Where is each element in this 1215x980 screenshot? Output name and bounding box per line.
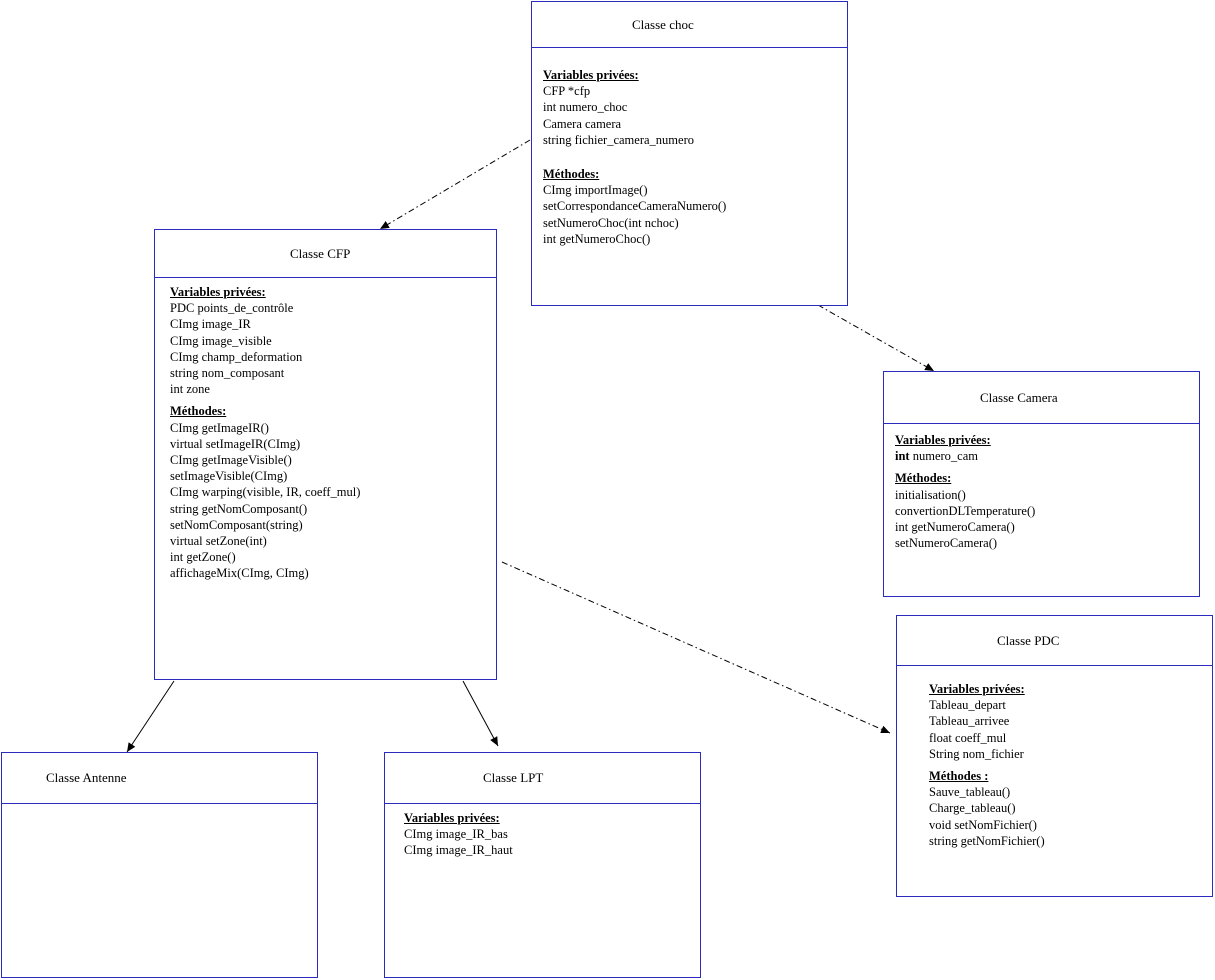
method-item: int getNumeroChoc() — [543, 231, 651, 246]
method-item: virtual setImageIR(CImg) — [170, 436, 301, 451]
class-camera-title: Classe Camera — [884, 372, 1199, 424]
method-item: void setNomFichier() — [929, 817, 1037, 832]
variable-item: Tableau_depart — [929, 698, 1006, 713]
variable-item: CImg champ_deformation — [170, 349, 303, 364]
class-cfp-box: Classe CFP Variables privées: PDC points… — [154, 229, 497, 680]
method-item: Sauve_tableau() — [929, 785, 1011, 800]
method-item: string getNomComposant() — [170, 501, 308, 516]
link-cfp-to-antenne — [126, 680, 175, 753]
methods-header: Méthodes : — [929, 769, 989, 784]
class-lpt-title: Classe LPT — [385, 753, 700, 804]
variable-item: CImg image_IR_bas — [404, 827, 508, 842]
class-lpt-box: Classe LPT Variables privées: CImg image… — [384, 752, 701, 978]
class-cfp-body: Variables privées: PDC points_de_contrôl… — [155, 278, 496, 679]
methods-header: Méthodes: — [543, 167, 600, 182]
class-choc-title: Classe choc — [532, 2, 847, 48]
link-choc-to-camera — [817, 304, 935, 372]
variable-item: string fichier_camera_numero — [543, 132, 694, 147]
link-choc-to-cfp — [379, 139, 531, 230]
variable-item: CFP *cfp — [543, 84, 591, 99]
variable-item: CImg image_IR — [170, 317, 251, 332]
class-title-text: Classe PDC — [997, 632, 1060, 648]
class-antenne-title: Classe Antenne — [2, 753, 317, 804]
link-cfp-to-pdc — [501, 561, 891, 734]
method-item: setNumeroCamera() — [895, 536, 998, 551]
method-item: int getNumeroCamera() — [895, 520, 1015, 535]
methods-list: Sauve_tableau()Charge_tableau()void setN… — [929, 784, 1212, 849]
class-camera-box: Classe Camera Variables privées: int num… — [883, 371, 1200, 597]
method-item: CImg getImageVisible() — [170, 453, 292, 468]
class-title-text: Classe CFP — [290, 245, 351, 261]
method-item: setNomComposant(string) — [170, 517, 303, 532]
class-title-text: Classe Camera — [980, 389, 1058, 405]
methods-list: CImg importImage()setCorrespondanceCamer… — [543, 182, 847, 247]
method-item: Charge_tableau() — [929, 801, 1016, 816]
class-pdc-title: Classe PDC — [897, 616, 1212, 666]
method-item: setNumeroChoc(int nchoc) — [543, 215, 679, 230]
variables-header: Variables privées: — [929, 682, 1025, 696]
variable-type: int — [895, 449, 910, 464]
method-item: CImg warping(visible, IR, coeff_mul) — [170, 485, 361, 500]
variable-item: PDC points_de_contrôle — [170, 301, 294, 316]
variable-item: Camera camera — [543, 116, 622, 131]
variable-name: numero_cam — [909, 449, 978, 464]
class-antenne-box: Classe Antenne — [1, 752, 318, 978]
methods-list: CImg getImageIR()virtual setImageIR(CImg… — [170, 420, 496, 582]
link-cfp-to-lpt — [462, 680, 499, 747]
variable-item: CImg image_IR_haut — [404, 843, 513, 858]
variable-item: Tableau_arrivee — [929, 714, 1010, 729]
method-item: affichageMix(CImg, CImg) — [170, 566, 309, 581]
method-item: initialisation() — [895, 487, 966, 502]
method-item: setImageVisible(CImg) — [170, 469, 288, 484]
variable-item: int zone — [170, 382, 210, 397]
variable-item: int numero_cam — [895, 448, 1199, 464]
variable-item: String nom_fichier — [929, 746, 1024, 761]
class-title-text: Classe LPT — [483, 770, 544, 785]
class-title-text: Classe choc — [632, 16, 694, 32]
method-item: convertionDLTemperature() — [895, 503, 1036, 518]
method-item: virtual setZone(int) — [170, 534, 267, 549]
method-item: string getNomFichier() — [929, 833, 1045, 848]
variable-item: int numero_choc — [543, 100, 628, 115]
variables-header: Variables privées: — [170, 285, 266, 299]
variable-item: float coeff_mul — [929, 730, 1007, 745]
variables-header: Variables privées: — [895, 433, 991, 447]
class-title-text: Classe Antenne — [46, 770, 127, 785]
class-pdc-box: Classe PDC Variables privées: Tableau_de… — [896, 615, 1213, 897]
variables-header: Variables privées: — [543, 68, 639, 82]
variable-item: CImg image_visible — [170, 333, 272, 348]
method-item: CImg importImage() — [543, 183, 648, 198]
variables-header: Variables privées: — [404, 811, 500, 825]
methods-header: Méthodes: — [170, 404, 227, 419]
method-item: CImg getImageIR() — [170, 420, 269, 435]
variable-item: string nom_composant — [170, 366, 285, 381]
methods-list: initialisation()convertionDLTemperature(… — [895, 487, 1199, 552]
method-item: int getZone() — [170, 550, 236, 565]
methods-header: Méthodes: — [895, 471, 952, 486]
method-item: setCorrespondanceCameraNumero() — [543, 199, 727, 214]
class-cfp-title: Classe CFP — [155, 230, 496, 278]
class-camera-body: Variables privées: int numero_cam Méthod… — [884, 424, 1199, 596]
